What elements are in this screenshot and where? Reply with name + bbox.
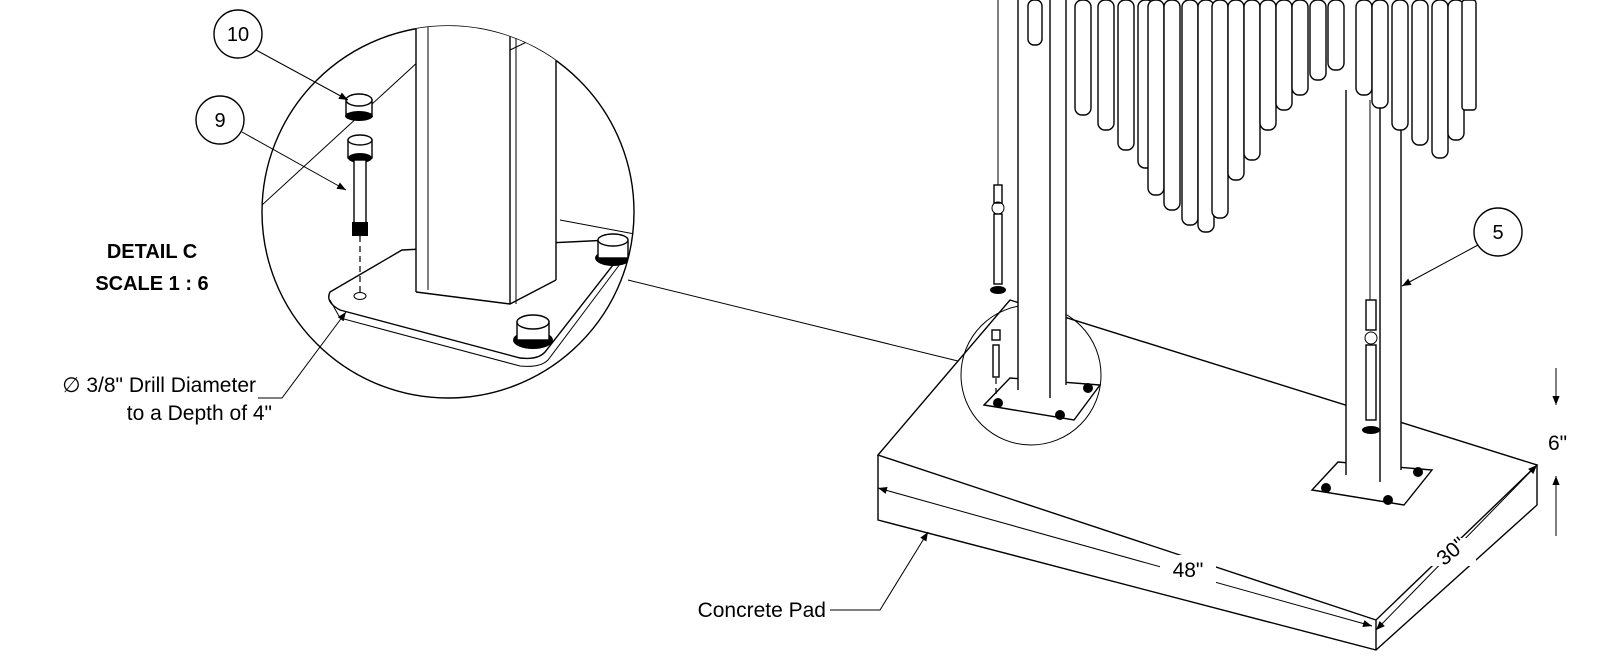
detail-c-view bbox=[261, 25, 635, 399]
cap-nut bbox=[345, 93, 373, 121]
main-iso-view bbox=[876, 0, 1539, 651]
concrete-pad bbox=[876, 299, 1539, 651]
balloon-10: 10 bbox=[213, 9, 349, 101]
drill-note-leader bbox=[258, 311, 347, 399]
balloon-5-label: 5 bbox=[1492, 222, 1503, 244]
dimension-48-label: 48" bbox=[1173, 559, 1204, 582]
dimension-30: 30" bbox=[1375, 464, 1538, 631]
balloon-9-label: 9 bbox=[214, 110, 225, 132]
right-striker bbox=[1362, 100, 1380, 434]
left-striker bbox=[990, 0, 1006, 294]
dimension-6-label: 6" bbox=[1548, 432, 1567, 455]
dimension-6: 6" bbox=[1548, 368, 1567, 536]
detail-title: DETAIL C bbox=[107, 241, 197, 263]
anchor-cap bbox=[513, 314, 553, 349]
dimension-48: 48" bbox=[877, 486, 1373, 628]
chime-tubes bbox=[1027, 0, 1477, 233]
post bbox=[416, 26, 556, 320]
detail-scale: SCALE 1 : 6 bbox=[95, 273, 208, 295]
anchor-bolt bbox=[347, 134, 373, 236]
left-post bbox=[1018, 0, 1066, 398]
drill-note-line1: ∅ 3/8" Drill Diameter bbox=[62, 374, 256, 397]
balloon-9: 9 bbox=[195, 95, 347, 191]
concrete-pad-label: Concrete Pad bbox=[698, 599, 826, 622]
detail-leader bbox=[627, 279, 963, 363]
anchor-cap bbox=[595, 233, 631, 266]
drill-note-line2: to a Depth of 4" bbox=[127, 402, 272, 425]
right-post bbox=[1346, 90, 1401, 482]
concrete-pad-leader bbox=[830, 531, 929, 611]
balloon-5: 5 bbox=[1401, 207, 1523, 287]
balloon-10-label: 10 bbox=[227, 24, 249, 46]
drill-hole bbox=[353, 292, 367, 300]
